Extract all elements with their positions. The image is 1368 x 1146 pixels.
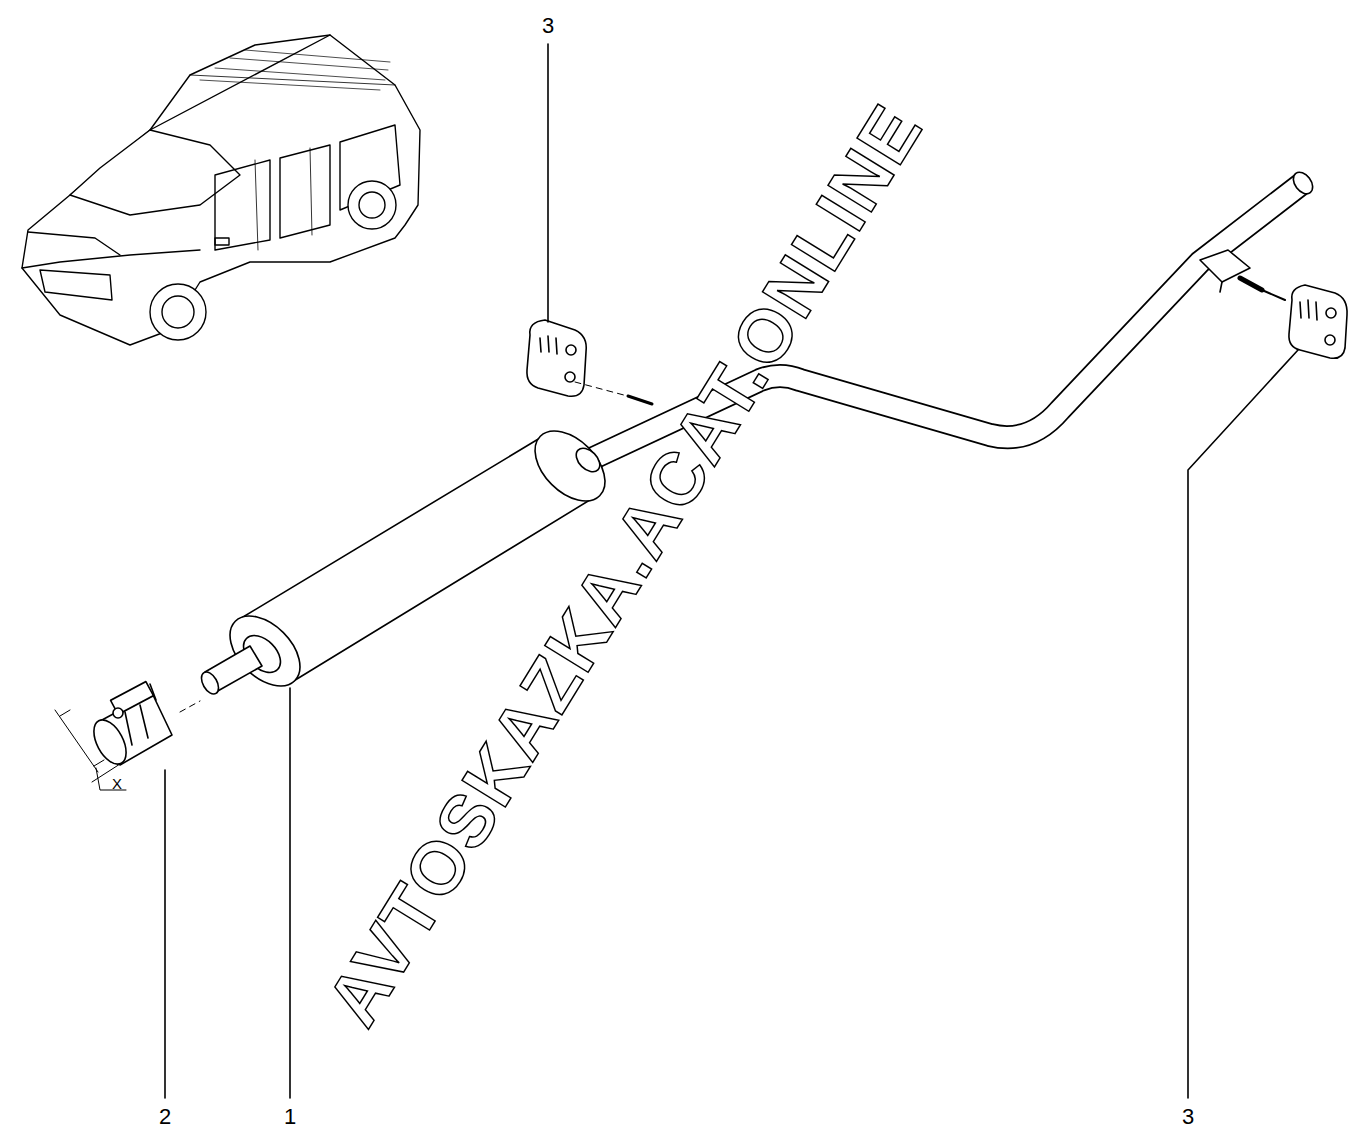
car-illustration [22,35,420,345]
callout-number: X [112,776,122,791]
rubber-hanger [527,320,652,404]
pipe-clamp [87,682,200,770]
rubber-hanger [1200,250,1347,358]
callout-number: 3 [542,15,554,37]
callout-number: 1 [284,1106,296,1128]
leader-line [165,44,1298,1098]
callout-number: 2 [159,1106,171,1128]
dimension-line [55,710,126,790]
callout-number: 3 [1182,1106,1194,1128]
